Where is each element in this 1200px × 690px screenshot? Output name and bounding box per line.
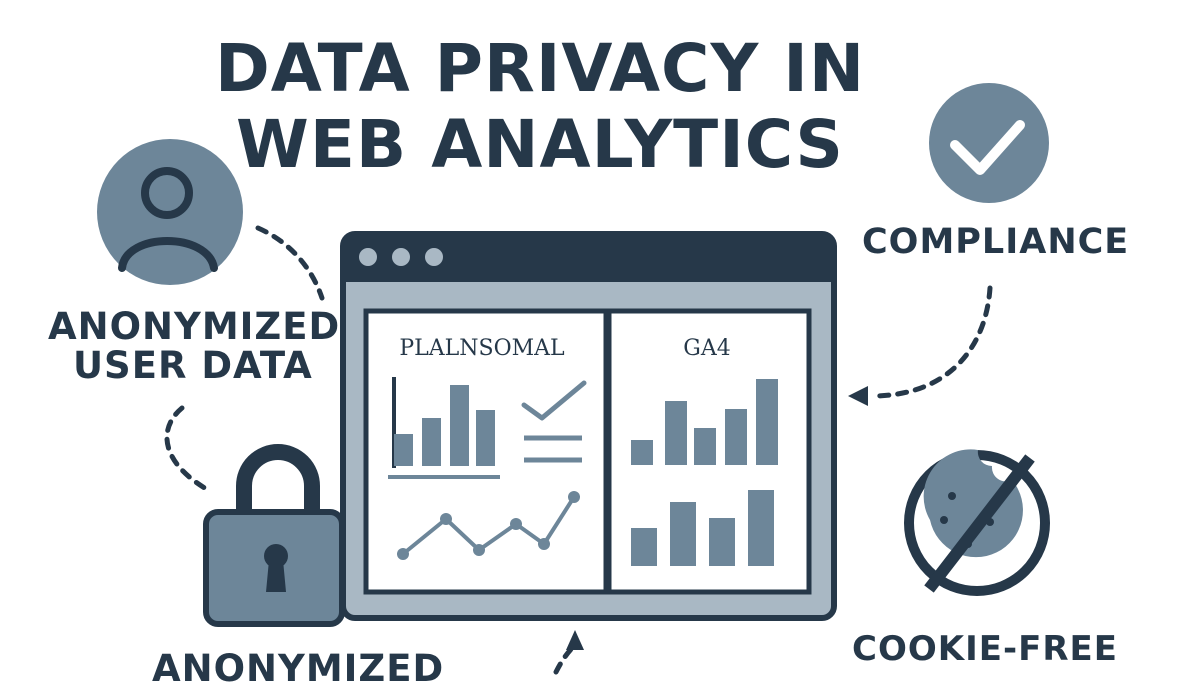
right-bar-chart-top (631, 379, 778, 465)
right-bar-chart-bottom (631, 490, 774, 566)
check-icon (929, 83, 1049, 203)
anonymized-bottom-label: ANONYMIZED (152, 647, 445, 690)
dashed-arrow-compliance (848, 285, 993, 406)
window-dot-2 (392, 248, 410, 266)
no-cookie-icon (904, 449, 1050, 596)
browser-window (340, 231, 837, 621)
left-line-chart (397, 491, 580, 560)
compliance-label: COMPLIANCE (862, 222, 1130, 262)
left-panel-title: PLALNSOMAL (399, 336, 565, 361)
dashed-connector-lock (164, 405, 211, 493)
left-checklist-icon (521, 380, 587, 463)
anonymized-user-data-label: ANONYMIZED USER DATA (48, 305, 341, 387)
window-dot-3 (425, 248, 443, 266)
user-data-label-line2: USER DATA (73, 343, 313, 387)
cookie-free-label: COOKIE-FREE (852, 629, 1118, 669)
dashed-arrow-bottom (553, 630, 584, 675)
user-icon (97, 139, 243, 285)
right-panel-title: GA4 (683, 336, 730, 361)
lock-icon (203, 444, 345, 627)
left-bar-chart (388, 377, 500, 479)
dashed-connector-user (255, 225, 325, 301)
page-title-line1: DATA PRIVACY IN (214, 30, 866, 107)
window-dot-1 (359, 248, 377, 266)
anonymized-label-line1: ANONYMIZED (48, 305, 341, 348)
page-title-line2: WEB ANALYTICS (236, 106, 844, 183)
diagram-canvas: PLALNSOMAL GA4 (97, 83, 1050, 675)
